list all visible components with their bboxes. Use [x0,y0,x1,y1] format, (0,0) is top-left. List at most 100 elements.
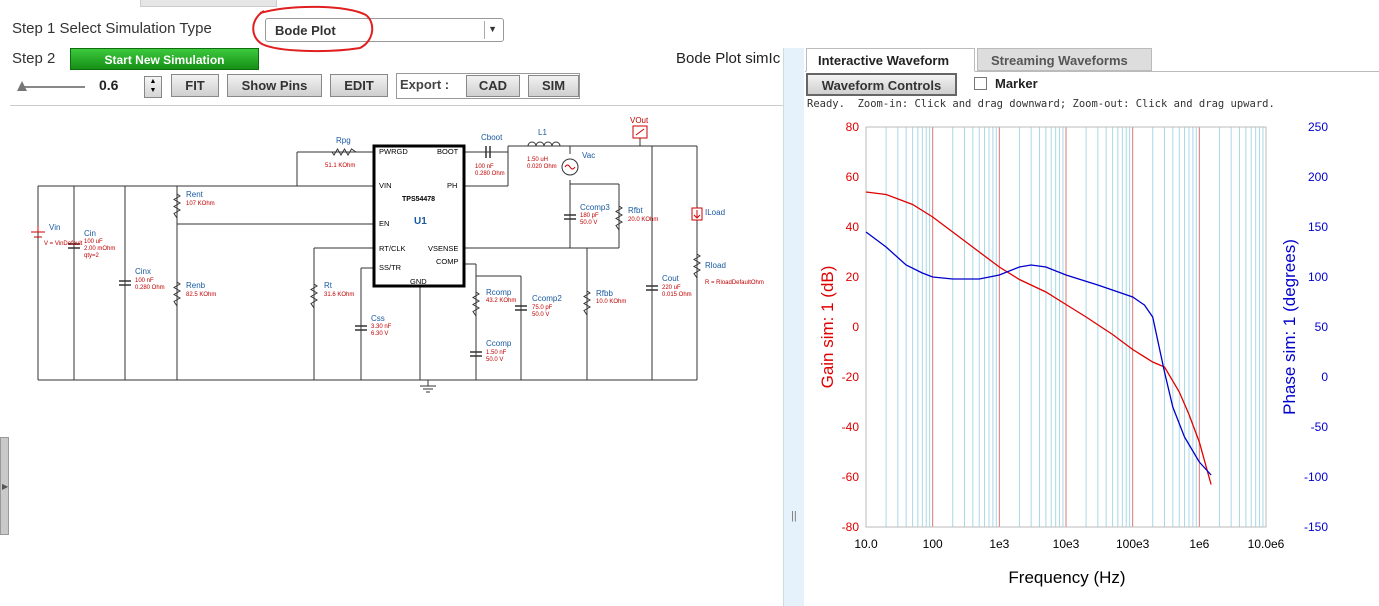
inductor-symbol [527,141,561,147]
value-rfbb: 10.0 KOhm [596,299,626,305]
tab-bar-line [805,71,1379,72]
frequency-tick-label: 1e3 [989,537,1009,551]
zoom-stepper[interactable]: ▲ ▼ [144,76,162,98]
show-pins-button[interactable]: Show Pins [227,74,322,97]
start-new-simulation-button[interactable]: Start New Simulation [70,48,259,70]
resistor-rfbb[interactable] [583,290,591,316]
value-vin: V = VinDefault [44,241,83,247]
ic-body[interactable] [372,144,466,288]
waveform-controls-button[interactable]: Waveform Controls [806,73,957,96]
label-ccomp: Ccomp [486,339,512,348]
step-down-icon[interactable]: ▼ [149,87,157,94]
capacitor-cboot[interactable] [485,146,491,158]
plot-frame [865,126,1267,528]
label-rfbt: Rfbt [628,206,643,215]
zoom-slider[interactable] [17,81,85,91]
schematic-wires [37,136,698,393]
label-ccomp2: Ccomp2 [532,294,562,303]
value-ccomp-2: 50.0 V [486,357,503,363]
label-css: Css [371,314,385,323]
export-label: Export : [400,77,450,92]
label-renb: Renb [186,281,206,290]
phase-tick-label: -100 [1304,470,1328,484]
pin-ph: PH [447,181,457,190]
left-scroll-handle[interactable]: ▶ [0,437,9,535]
label-cboot: Cboot [481,133,503,142]
value-cout-1: 220 uF [662,285,681,291]
resistor-renb[interactable] [173,281,181,307]
value-rt: 31.6 KOhm [324,292,354,298]
toolbar-divider [10,105,785,106]
simulation-type-select[interactable]: Bode Plot ▼ [265,18,504,42]
capacitor-ccomp[interactable] [470,351,482,357]
gain-tick-label: -40 [842,420,860,434]
value-cout-2: 0.015 Ohm [662,292,692,298]
grip-icon: || [791,510,797,522]
ic-part-number: TPS54478 [402,196,435,203]
resistor-rload[interactable] [693,253,701,279]
label-vin: Vin [49,223,60,232]
capacitor-ccomp2[interactable] [515,305,527,311]
value-cinx-2: 0.280 Ohm [135,285,165,291]
resistor-rcomp[interactable] [472,291,480,317]
marker-checkbox[interactable] [974,77,987,90]
capacitor-css[interactable] [355,325,367,331]
phase-tick-label: -50 [1311,420,1329,434]
resistor-rt[interactable] [310,283,318,309]
capacitor-cin[interactable] [68,243,80,249]
capacitor-cout[interactable] [646,285,658,291]
cad-button[interactable]: CAD [466,75,520,97]
current-source-symbol [691,207,703,221]
edit-button[interactable]: EDIT [330,74,388,97]
pin-boot: BOOT [437,147,459,156]
pin-gnd: GND [410,277,427,286]
label-iload: ILoad [705,208,725,217]
label-ccomp3: Ccomp3 [580,203,610,212]
value-ccomp2-2: 50.0 V [532,312,549,318]
phase-tick-label: -150 [1304,520,1328,534]
value-l1-2: 0.020 Ohm [527,164,557,170]
label-cout: Cout [662,274,680,283]
tab-interactive-waveform[interactable]: Interactive Waveform [806,48,975,72]
value-rload: R = RloadDefaultOhm [705,280,764,286]
sim-button[interactable]: SIM [528,75,579,97]
slider-thumb[interactable] [17,81,27,91]
resistor-rpg[interactable] [331,148,357,156]
frequency-axis-label: Frequency (Hz) [1008,568,1125,587]
frequency-tick-label: 10.0e6 [1248,537,1285,551]
gain-tick-label: -80 [842,520,860,534]
fit-button[interactable]: FIT [171,74,219,97]
gain-series-line [865,191,1212,485]
phase-series-line [865,231,1212,476]
value-rcomp: 43.2 KOhm [486,298,516,304]
probe-arrow-icon [635,128,645,136]
phase-axis-label: Phase sim: 1 (degrees) [1280,239,1299,415]
gain-tick-label: 40 [846,220,860,234]
panel-splitter[interactable]: || [783,48,804,606]
step-up-icon[interactable]: ▲ [149,78,157,85]
capacitor-cinx[interactable] [119,280,131,286]
capacitor-ccomp3[interactable] [564,214,576,220]
simulation-status-text: Bode Plot simIc [676,50,781,67]
marker-label: Marker [995,76,1038,91]
gain-tick-label: -60 [842,470,860,484]
resistor-rent[interactable] [173,193,181,219]
pin-comp: COMP [436,257,459,266]
waveform-status-text: Ready. Zoom-in: Click and drag downward;… [807,98,1275,110]
label-rpg: Rpg [336,136,351,145]
label-rload: Rload [705,261,726,270]
resistor-rfbt[interactable] [615,205,623,231]
gain-tick-label: 0 [852,320,859,334]
gain-tick-label: 60 [846,170,860,184]
label-rent: Rent [186,190,204,199]
gain-tick-label: 20 [846,270,860,284]
value-ccomp-1: 1.50 nF [486,350,507,356]
value-cinx-1: 100 nF [135,278,154,284]
tab-streaming-waveforms[interactable]: Streaming Waveforms [977,48,1152,71]
pin-vin: VIN [379,181,392,190]
value-cboot-2: 0.280 Ohm [475,171,505,177]
value-cin-2: 2.00 mOhm [84,246,115,252]
